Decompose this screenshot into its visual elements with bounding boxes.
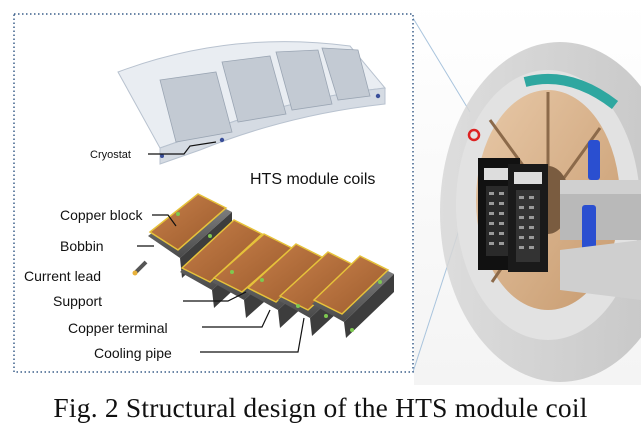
label-cryostat: Cryostat bbox=[90, 149, 131, 161]
zoom-line-top bbox=[412, 17, 471, 113]
label-current-lead: Current lead bbox=[24, 268, 101, 284]
figure: Cryostat HTS module coils Copper block B… bbox=[13, 0, 641, 385]
generator-rendering bbox=[412, 0, 641, 385]
label-copper-terminal: Copper terminal bbox=[68, 320, 168, 336]
callout-lines bbox=[137, 141, 305, 353]
cryostat-drawing bbox=[117, 41, 386, 165]
coil-modules bbox=[132, 193, 394, 338]
label-bobbin: Bobbin bbox=[60, 238, 104, 254]
label-support: Support bbox=[53, 293, 102, 309]
label-cooling-pipe: Cooling pipe bbox=[94, 345, 172, 361]
marker bbox=[467, 128, 481, 142]
figure-caption: Fig. 2 Structural design of the HTS modu… bbox=[53, 392, 588, 423]
control-cabinet-right bbox=[508, 164, 548, 272]
label-copper-block: Copper block bbox=[60, 207, 143, 223]
label-hts-module-coils: HTS module coils bbox=[250, 171, 375, 188]
blue-component-top bbox=[588, 140, 600, 180]
